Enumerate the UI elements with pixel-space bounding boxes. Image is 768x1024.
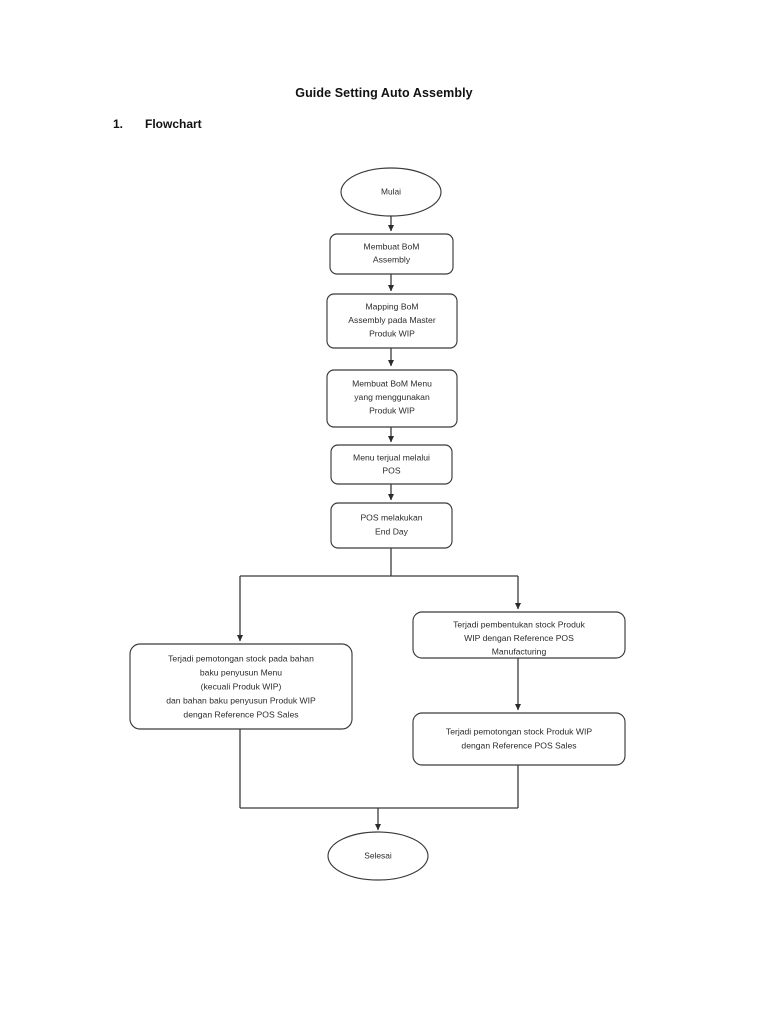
process-shape (129, 643, 353, 730)
node-pemotongan-bahan-baku-line-5: dengan Reference POS Sales (183, 709, 298, 719)
node-bom-assembly-line-1: Membuat BoM (364, 241, 420, 251)
node-pembentukan-stock-wip-line-2: WIP dengan Reference POS (464, 633, 574, 643)
process-shape (412, 611, 626, 659)
node-menu-terjual-line-2: POS (382, 465, 400, 475)
section-label: Flowchart (145, 117, 202, 131)
process-shape (326, 293, 458, 349)
node-pemotongan-bahan-baku-line-1: Terjadi pemotongan stock pada bahan (168, 653, 314, 663)
process-shape (412, 712, 626, 766)
process-shape (329, 233, 454, 275)
node-end[interactable]: Selesai (327, 831, 429, 881)
node-mapping-bom[interactable]: Mapping BoM Assembly pada Master Produk … (326, 293, 458, 349)
node-pemotongan-stock-wip[interactable]: Terjadi pemotongan stock Produk WIP deng… (412, 712, 626, 766)
node-bom-assembly-line-2: Assembly (373, 254, 411, 264)
node-bom-menu-line-1: Membuat BoM Menu (352, 378, 432, 388)
node-pos-end-day-line-1: POS melakukan (360, 512, 422, 522)
section-number: 1. (113, 117, 124, 131)
node-bom-assembly[interactable]: Membuat BoM Assembly (329, 233, 454, 275)
page-title: Guide Setting Auto Assembly (295, 86, 473, 100)
node-pos-end-day[interactable]: POS melakukan End Day (330, 502, 453, 549)
node-bom-menu-line-2: yang menggunakan (354, 392, 430, 402)
node-pembentukan-stock-wip[interactable]: Terjadi pembentukan stock Produk WIP den… (412, 611, 626, 659)
process-shape (330, 444, 453, 485)
terminator-shape (340, 167, 442, 217)
node-start-line-1: Mulai (381, 187, 401, 197)
node-pos-end-day-line-2: End Day (375, 526, 409, 536)
node-pembentukan-stock-wip-line-3: Manufacturing (492, 646, 547, 656)
node-mapping-bom-line-1: Mapping BoM (365, 301, 418, 311)
node-pemotongan-bahan-baku-line-2: baku penyusun Menu (200, 667, 282, 677)
node-pemotongan-bahan-baku-line-4: dan bahan baku penyusun Produk WIP (166, 695, 316, 705)
node-mapping-bom-line-3: Produk WIP (369, 328, 415, 338)
process-shape (330, 502, 453, 549)
node-menu-terjual[interactable]: Menu terjual melalui POS (330, 444, 453, 485)
node-pemotongan-stock-wip-line-1: Terjadi pemotongan stock Produk WIP (446, 726, 592, 736)
node-menu-terjual-line-1: Menu terjual melalui (353, 452, 430, 462)
process-shape (326, 369, 458, 428)
node-pembentukan-stock-wip-line-1: Terjadi pembentukan stock Produk (453, 619, 586, 629)
node-pemotongan-stock-wip-line-2: dengan Reference POS Sales (461, 740, 576, 750)
node-pemotongan-bahan-baku-line-3: (kecuali Produk WIP) (201, 681, 282, 691)
terminator-shape (327, 831, 429, 881)
node-mapping-bom-line-2: Assembly pada Master (348, 315, 436, 325)
section-heading: 1. Flowchart (113, 117, 202, 131)
node-end-line-1: Selesai (364, 851, 392, 861)
node-bom-menu[interactable]: Membuat BoM Menu yang menggunakan Produk… (326, 369, 458, 428)
flow-connectors (236, 216, 522, 831)
node-pemotongan-bahan-baku[interactable]: Terjadi pemotongan stock pada bahan baku… (129, 643, 353, 730)
node-start[interactable]: Mulai (340, 167, 442, 217)
node-bom-menu-line-3: Produk WIP (369, 405, 415, 415)
